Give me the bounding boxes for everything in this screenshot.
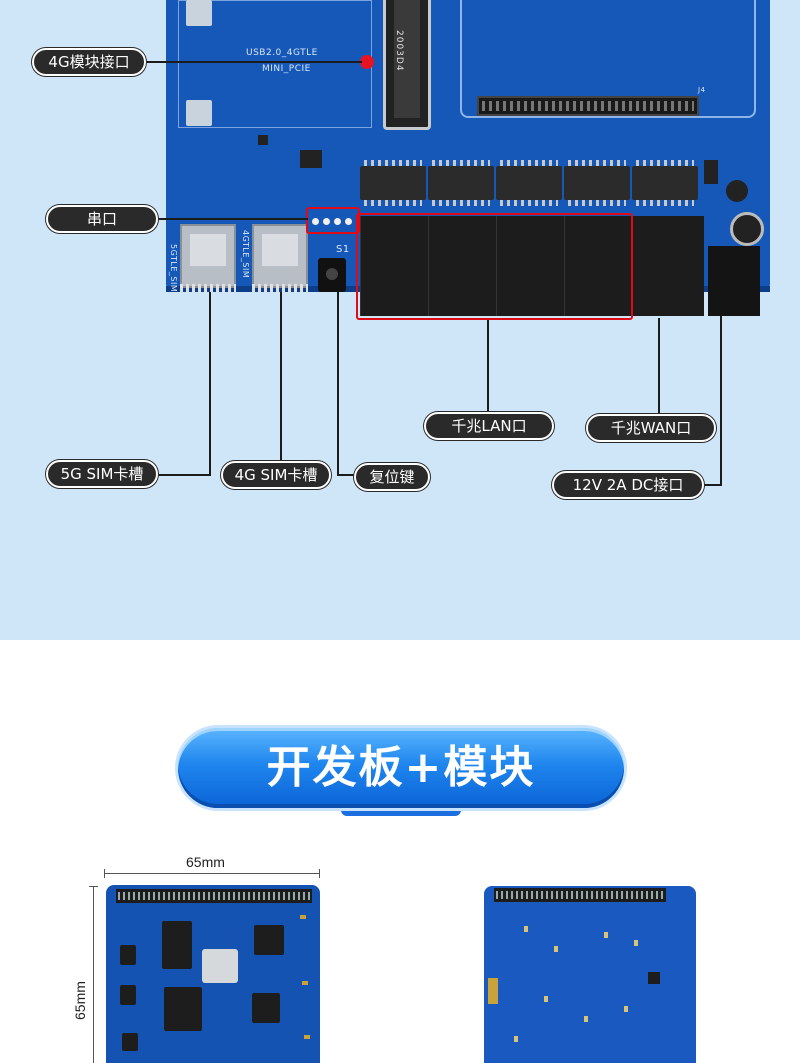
mpcie-marker-dot xyxy=(360,55,374,69)
dc-power-jack xyxy=(708,246,760,316)
smd-component xyxy=(648,972,660,984)
rj45-lan-port xyxy=(360,216,428,316)
callout-gigabit-wan: 千兆WAN口 xyxy=(586,414,716,442)
header-silk-label: J4 xyxy=(698,86,706,94)
sim-slot-pins xyxy=(180,284,236,292)
callout-4g-sim: 4G SIM卡槽 xyxy=(221,461,331,489)
callout-serial: 串口 xyxy=(46,205,158,233)
flash-chip xyxy=(164,987,202,1031)
smd-chip xyxy=(300,150,322,168)
leader-line-dc xyxy=(702,484,722,486)
solder-pad xyxy=(584,1016,588,1022)
core-module-front xyxy=(106,885,320,1063)
ethernet-transformer xyxy=(632,160,698,206)
mini-pcie-slot xyxy=(383,0,431,130)
regulator-chip xyxy=(120,985,136,1005)
rf-shield xyxy=(202,949,238,983)
reset-silk-label: S1 xyxy=(336,244,350,255)
height-dimension-line xyxy=(93,886,94,1063)
core-module-area xyxy=(460,0,756,118)
rj45-lan-port xyxy=(564,216,632,316)
leader-line-wan xyxy=(658,318,660,414)
width-dimension-label: 65mm xyxy=(186,854,225,870)
serial-header-pins xyxy=(310,212,354,225)
ethernet-transformer xyxy=(564,160,630,206)
leader-line-serial xyxy=(158,218,308,220)
dimension-tick xyxy=(319,869,320,878)
regulator-chip xyxy=(120,945,136,965)
callout-dc-power: 12V 2A DC接口 xyxy=(552,471,704,499)
leader-line-reset xyxy=(337,292,339,476)
smd-chip xyxy=(704,160,718,184)
smd-chip xyxy=(258,135,268,145)
ethernet-transformer xyxy=(360,160,426,206)
sim-5g-silk: 5GTLE_SIM xyxy=(169,244,178,293)
mpcie-silk-label: MINI_PCIE xyxy=(262,64,311,74)
serial-highlight-box xyxy=(306,207,360,234)
ethernet-transformer xyxy=(496,160,562,206)
soc-chip xyxy=(254,925,284,955)
solder-pad xyxy=(554,946,558,952)
smd-component xyxy=(304,1035,310,1039)
leader-line-mpcie xyxy=(146,61,362,63)
solder-pad xyxy=(634,940,638,946)
module-pin-header xyxy=(494,888,666,902)
sim-slot-4g xyxy=(252,224,308,288)
reset-button-component xyxy=(318,258,346,292)
solder-pad xyxy=(604,932,608,938)
dimension-tick xyxy=(89,886,98,887)
lan-highlight-box xyxy=(356,213,633,320)
core-module-back xyxy=(484,886,696,1063)
pin-header-j4 xyxy=(477,96,699,116)
width-dimension-line xyxy=(104,873,320,874)
ethernet-transformer xyxy=(428,160,494,206)
sim-slot-pins xyxy=(252,284,308,292)
section-title-pill xyxy=(178,728,624,808)
memory-chip xyxy=(162,921,192,969)
leader-line-dc xyxy=(720,316,722,486)
callout-gigabit-lan: 千兆LAN口 xyxy=(424,412,554,440)
rj45-lan-port xyxy=(428,216,496,316)
leader-line-sim5g xyxy=(209,292,211,476)
mpcie-slot-marking: 2003D4 xyxy=(394,30,404,72)
leader-line-reset xyxy=(337,474,359,476)
section-title: 开发板+模块 xyxy=(266,742,536,793)
leader-line-sim4g xyxy=(280,292,282,462)
callout-5g-sim: 5G SIM卡槽 xyxy=(46,460,158,488)
switch-chip xyxy=(252,993,280,1023)
mounting-hole xyxy=(186,100,212,126)
callout-4g-module: 4G模块接口 xyxy=(32,48,146,76)
mounting-hole xyxy=(186,0,212,26)
inductor xyxy=(726,180,748,202)
smd-component xyxy=(300,915,306,919)
rj45-wan-port xyxy=(632,216,704,316)
solder-pad xyxy=(524,926,528,932)
leader-line-lan xyxy=(487,320,489,412)
smd-component xyxy=(488,978,498,1004)
mpcie-silk-label: USB2.0_4GTLE xyxy=(246,48,318,58)
electrolytic-capacitor xyxy=(730,212,764,246)
sim-slot-5g xyxy=(180,224,236,288)
smd-component xyxy=(302,981,308,985)
rj45-lan-port xyxy=(496,216,564,316)
solder-pad xyxy=(624,1006,628,1012)
regulator-chip xyxy=(122,1033,138,1051)
callout-reset: 复位键 xyxy=(354,463,430,491)
module-pin-header xyxy=(116,889,312,903)
solder-pad xyxy=(544,996,548,1002)
leader-line-sim5g xyxy=(158,474,211,476)
height-dimension-label: 65mm xyxy=(72,981,88,1020)
board-diagram-section: USB2.0_4GTLE MINI_PCIE 2003D4 J4 5GTLE_S… xyxy=(0,0,800,640)
dimension-tick xyxy=(104,869,105,878)
solder-pad xyxy=(514,1036,518,1042)
sim-4g-silk: 4GTLE_SIM xyxy=(241,230,250,279)
